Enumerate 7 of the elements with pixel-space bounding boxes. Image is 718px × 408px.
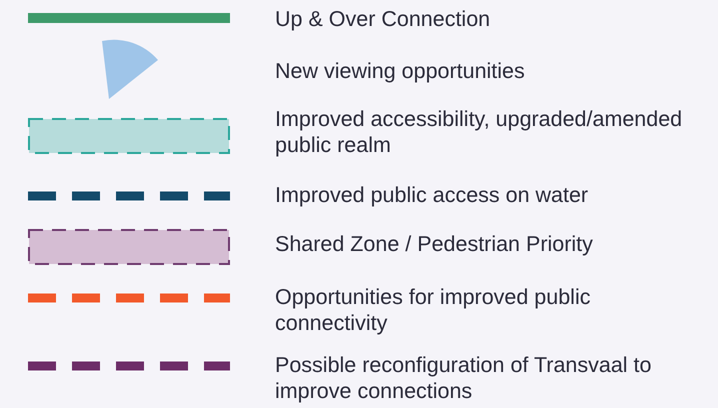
legend-text: Up & Over Connection (275, 6, 492, 32)
legend-text: Possible reconfiguration of Transvaal to improve connections (275, 352, 652, 404)
legend-text: Shared Zone / Pedestrian Priority (275, 231, 594, 257)
legend-text: Improved public access on water (275, 182, 590, 208)
legend-text: Improved accessibility, upgraded/amended public realm (275, 106, 684, 158)
legend-text: New viewing opportunities (275, 58, 526, 84)
legend-text: Opportunities for improved public connectivity (275, 284, 592, 336)
